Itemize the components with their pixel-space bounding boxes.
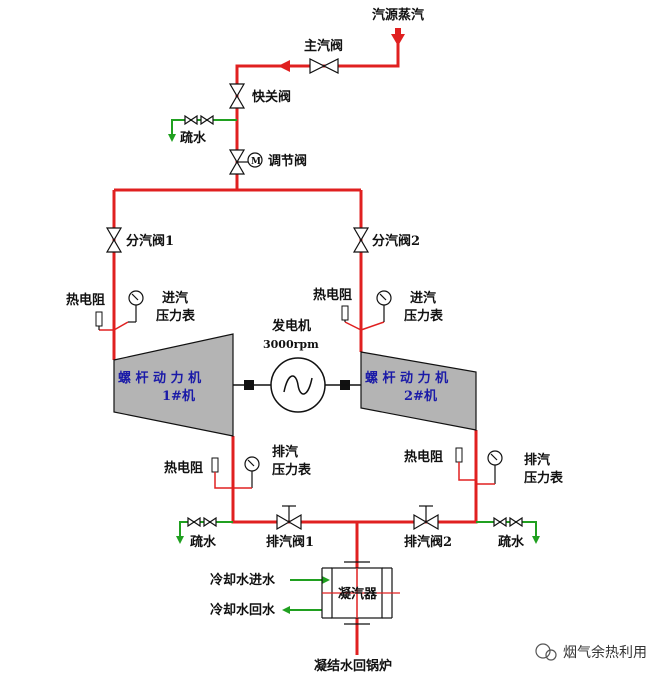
drain-top-label: 疏水 <box>180 130 207 146</box>
drain-left-label: 疏水 <box>190 534 217 550</box>
exhaust-thermo-2-icon <box>455 447 476 481</box>
inlet-gauge-1-icon <box>128 290 144 323</box>
drain-valve-left-icon <box>187 516 217 528</box>
exhaust-gauge-1-icon <box>233 456 260 489</box>
inlet-thermo-1-label: 热电阻 <box>66 292 105 308</box>
exhaust-gauge-1-label-2: 压力表 <box>272 462 312 478</box>
inlet-thermo-2-icon <box>341 305 349 322</box>
main-valve-icon <box>309 58 339 74</box>
cooling-in-label: 冷却水进水 <box>210 572 276 588</box>
drain-right-label: 疏水 <box>498 534 525 550</box>
generator-label-2: 3000rpm <box>263 338 319 351</box>
exhaust-gauge-1-label-1: 排汽 <box>272 444 298 460</box>
regulating-valve-icon: M <box>228 149 263 175</box>
exhaust-valve-2-label: 排汽阀2 <box>404 534 452 550</box>
cooling-out-label: 冷却水回水 <box>210 602 276 618</box>
inlet-thermo-1-icon <box>95 311 103 330</box>
steam-source-label: 汽源蒸汽 <box>372 7 424 23</box>
screw-engine-2 <box>360 351 477 431</box>
inlet-gauge-2-label-2: 压力表 <box>404 308 444 324</box>
exhaust-valve-1-icon <box>276 505 302 531</box>
quick-close-valve-icon <box>228 83 246 109</box>
main-valve-label: 主汽阀 <box>304 38 343 54</box>
exhaust-gauge-2-label-2: 压力表 <box>524 470 564 486</box>
branch-valve-1-label: 分汽阀1 <box>126 233 174 249</box>
engine-2-label-1: 螺 杆 动 力 机 <box>365 370 448 386</box>
condensate-return-label: 凝结水回锅炉 <box>314 658 392 674</box>
exhaust-valve-2-icon <box>413 505 439 531</box>
inlet-gauge-1-label-2: 压力表 <box>156 308 196 324</box>
engine-1-label-1: 螺 杆 动 力 机 <box>118 370 201 386</box>
generator-icon <box>270 357 326 413</box>
exhaust-thermo-1-label: 热电阻 <box>164 460 203 476</box>
drive-shafts <box>233 380 361 390</box>
branch-valve-1-icon <box>105 227 123 253</box>
branch-valve-2-label: 分汽阀2 <box>372 233 420 249</box>
condenser-icon <box>321 561 400 625</box>
exhaust-gauge-2-label-1: 排汽 <box>524 452 550 468</box>
exhaust-thermo-2-label: 热电阻 <box>404 449 443 465</box>
regulating-valve-label: 调节阀 <box>268 153 307 169</box>
drain-valve-right-icon <box>493 516 523 528</box>
flow-arrow-left <box>278 60 290 72</box>
drain-valve-top-icon <box>184 114 214 126</box>
branch-valve-2-icon <box>352 227 370 253</box>
inlet-gauge-2-label-1: 进汽 <box>410 290 436 306</box>
watermark-text: 烟气余热利用 <box>563 644 647 661</box>
condenser-label: 凝汽器 <box>338 586 378 602</box>
inlet-gauge-2-icon <box>376 290 392 322</box>
engine-2-label-2: 2#机 <box>404 388 437 404</box>
engine-1-label-2: 1#机 <box>162 388 195 404</box>
wechat-icon <box>535 643 551 659</box>
quick-valve-label: 快关阀 <box>252 89 291 105</box>
screw-engine-1 <box>113 333 234 437</box>
exhaust-valve-1-label: 排汽阀1 <box>266 534 314 550</box>
watermark: 烟气余热利用 <box>535 643 647 661</box>
exhaust-gauge-2-icon <box>476 450 503 485</box>
svg-text:M: M <box>251 157 261 167</box>
generator-label-1: 发电机 <box>271 318 311 334</box>
inlet-gauge-1-label-1: 进汽 <box>162 290 188 306</box>
labels: 汽源蒸汽 主汽阀 快关阀 疏水 调节阀 分汽阀1 分汽阀2 热电阻 进汽 压力表… <box>66 7 564 674</box>
exhaust-thermo-1-icon <box>211 457 233 489</box>
inlet-thermo-2-label: 热电阻 <box>313 287 352 303</box>
steam-source-arrow <box>391 28 405 46</box>
